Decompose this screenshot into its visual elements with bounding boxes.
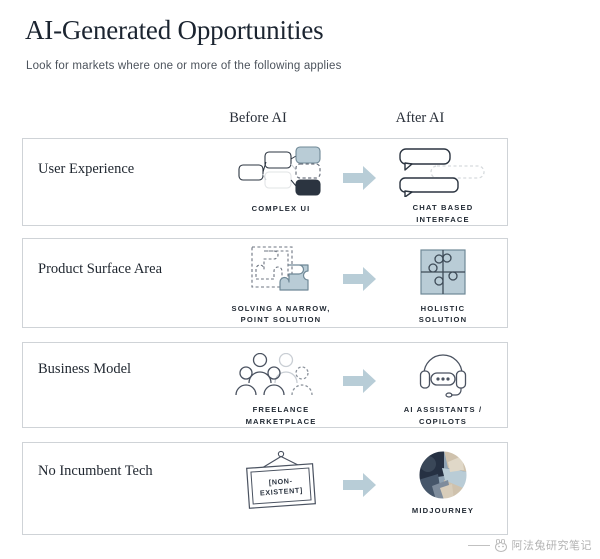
cell-before-product-surface-area: SOLVING A NARROW, POINT SOLUTION (209, 239, 353, 327)
cell-before-no-incumbent-tech: [NON- EXISTENT] (209, 443, 353, 534)
arrow-icon (343, 165, 377, 196)
sign-text-line-2: EXISTENT] (260, 485, 303, 497)
caption-line: HOLISTIC (420, 304, 466, 313)
caption-line: COPILOTS (418, 416, 467, 426)
caption-chat-based-interface: CHAT BASED INTERFACE (413, 202, 474, 225)
arrow-icon (343, 368, 377, 399)
table-row: User Experience COMPLEX UI (22, 138, 508, 226)
page-subtitle: Look for markets where one or more of th… (26, 60, 342, 72)
column-header-before: Before AI (229, 110, 287, 126)
hanging-sign-icon: [NON- EXISTENT] (240, 449, 322, 511)
table-row: Product Surface Area SOLVING A NARROW, P… (22, 238, 508, 328)
people-group-icon (235, 349, 327, 400)
arrow-icon (343, 266, 377, 297)
table-row: No Incumbent Tech [NON- EXISTENT] (22, 442, 508, 535)
caption-solving-narrow-point-solution: SOLVING A NARROW, POINT SOLUTION (231, 303, 330, 326)
sign-text-line-1: [NON- (269, 476, 293, 487)
row-label-product-surface-area: Product Surface Area (38, 261, 163, 277)
cell-after-no-incumbent-tech: MIDJOURNEY (371, 443, 515, 534)
caption-line: FREELANCE (252, 405, 310, 415)
node-graph-icon (237, 145, 325, 199)
cell-before-business-model: FREELANCE MARKETPLACE (209, 343, 353, 427)
caption-freelance-marketplace: FREELANCE MARKETPLACE (246, 404, 317, 427)
puzzle-piece-partial-icon (250, 245, 312, 299)
rabbit-icon (494, 538, 507, 552)
midjourney-logo-icon (418, 449, 468, 501)
caption-ai-assistants-copilots: AI ASSISTANTS / COPILOTS (404, 404, 482, 427)
watermark: 阿法兔研究笔记 (467, 537, 593, 553)
caption-complex-ui: COMPLEX UI (251, 204, 311, 213)
caption-line: AI ASSISTANTS / (403, 405, 483, 415)
caption-line: CHAT BASED (412, 203, 474, 213)
column-header-after: After AI (395, 110, 445, 126)
headset-icon (418, 349, 468, 400)
caption-line: SOLVING A NARROW, (231, 304, 331, 313)
row-label-no-incumbent-tech: No Incumbent Tech (38, 463, 153, 479)
cell-after-business-model: AI ASSISTANTS / COPILOTS (371, 343, 515, 427)
caption-line: POINT SOLUTION (240, 315, 322, 325)
caption-holistic-solution: HOLISTIC SOLUTION (419, 303, 467, 326)
caption-line: MARKETPLACE (245, 416, 317, 426)
cell-after-user-experience: CHAT BASED INTERFACE (371, 139, 515, 225)
watermark-text: 阿法兔研究笔记 (511, 539, 592, 552)
cell-before-user-experience: COMPLEX UI (209, 139, 353, 225)
row-label-user-experience: User Experience (38, 161, 135, 177)
table-row: Business Model (22, 342, 508, 428)
cell-after-product-surface-area: HOLISTIC SOLUTION (371, 239, 515, 327)
caption-midjourney: MIDJOURNEY (411, 506, 475, 515)
chat-bubbles-icon (398, 145, 488, 198)
row-label-business-model: Business Model (38, 361, 132, 377)
watermark-line (467, 544, 490, 546)
page-title: AI-Generated Opportunities (25, 15, 324, 45)
arrow-icon (343, 471, 377, 502)
caption-line: INTERFACE (416, 214, 470, 224)
caption-line: SOLUTION (418, 315, 468, 325)
puzzle-complete-icon (420, 245, 466, 299)
